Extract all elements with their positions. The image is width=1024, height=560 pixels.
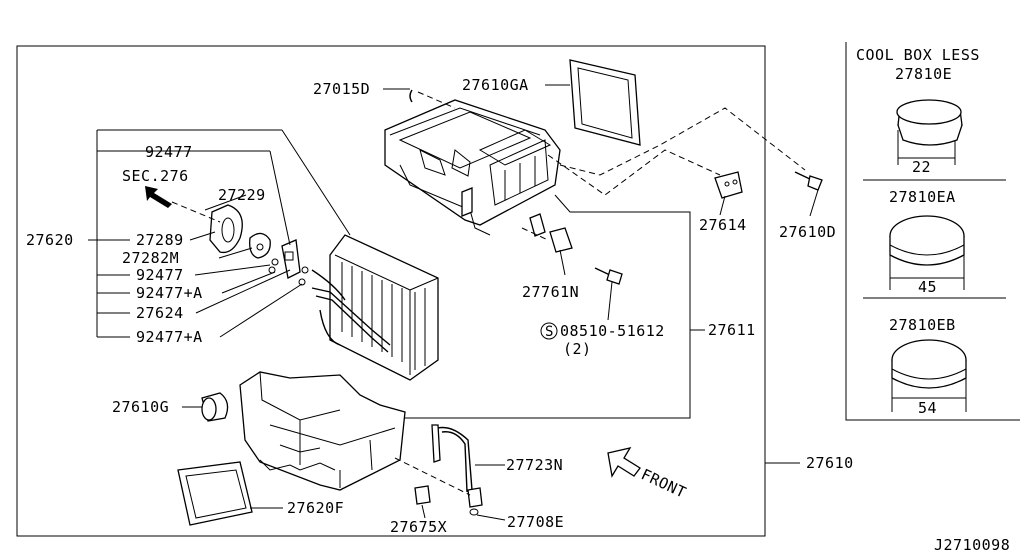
sidebox-part-1: 27810E (895, 65, 952, 83)
label-27620: 27620 (26, 231, 74, 249)
assembly-line-1 (547, 149, 721, 196)
label-92477-b: 92477 (136, 266, 184, 284)
evaporator (311, 234, 439, 381)
label-27620f: 27620F (287, 499, 344, 517)
sidebox-size-3: 54 (918, 399, 937, 417)
main-frame (16, 45, 766, 537)
sidebox-title: COOL BOX LESS (856, 46, 980, 64)
label-27282m: 27282M (122, 249, 179, 267)
assembly-line-3 (417, 91, 456, 109)
bolt-s-circle (540, 322, 558, 340)
label-27610: 27610 (806, 454, 854, 472)
clip-27761n (521, 213, 573, 253)
frame-27620f (177, 461, 253, 526)
label-27015d: 27015D (313, 80, 370, 98)
label-27610d: 27610D (779, 223, 836, 241)
sensor-27723n (431, 424, 483, 516)
cool-box-cap-45 (889, 215, 965, 290)
label-27611: 27611 (708, 321, 756, 339)
label-27610ga: 27610GA (462, 76, 529, 94)
label-27610g: 27610G (112, 398, 169, 416)
side-frame (845, 42, 1020, 421)
screw-27610d (794, 171, 823, 191)
cool-box-cap-54 (891, 339, 967, 412)
expansion-valve-parts (171, 201, 309, 286)
label-92477-top: 92477 (145, 143, 193, 161)
sidebox-size-2: 45 (918, 278, 937, 296)
leader-lines (88, 84, 819, 521)
label-front: FRONT (638, 465, 689, 501)
upper-case (384, 99, 561, 236)
label-27289: 27289 (136, 231, 184, 249)
pad-27610g (201, 392, 229, 422)
label-bolt-qty: (2) (563, 340, 592, 358)
label-27675x: 27675X (390, 518, 447, 536)
sidebox-size-1: 22 (912, 158, 931, 176)
bolt-08510 (594, 267, 623, 285)
clip-27675x (414, 485, 431, 505)
front-arrow-icon (607, 447, 641, 478)
label-92477a-2: 92477+A (136, 328, 203, 346)
sidebox-part-2: 27810EA (889, 188, 956, 206)
label-27614: 27614 (699, 216, 747, 234)
label-sec276: SEC.276 (122, 167, 189, 185)
filter-frame-27610ga (569, 59, 641, 146)
label-27708e: 27708E (507, 513, 564, 531)
diagram-id: J2710098 (934, 536, 1010, 554)
label-27723n: 27723N (506, 456, 563, 474)
cool-box-cap-22 (896, 99, 963, 165)
label-27761n: 27761N (522, 283, 579, 301)
label-27229: 27229 (218, 186, 266, 204)
label-92477a-1: 92477+A (136, 284, 203, 302)
lower-case (239, 371, 406, 491)
assembly-line-4 (394, 457, 471, 496)
sidebox-part-3: 27810EB (889, 316, 956, 334)
seal-27015d (409, 89, 413, 103)
sec276-arrow (145, 186, 172, 208)
label-bolt-number: 08510-51612 (560, 322, 665, 340)
bracket-27614 (714, 171, 743, 199)
label-bolt-s: S (545, 324, 553, 340)
label-27624: 27624 (136, 304, 184, 322)
